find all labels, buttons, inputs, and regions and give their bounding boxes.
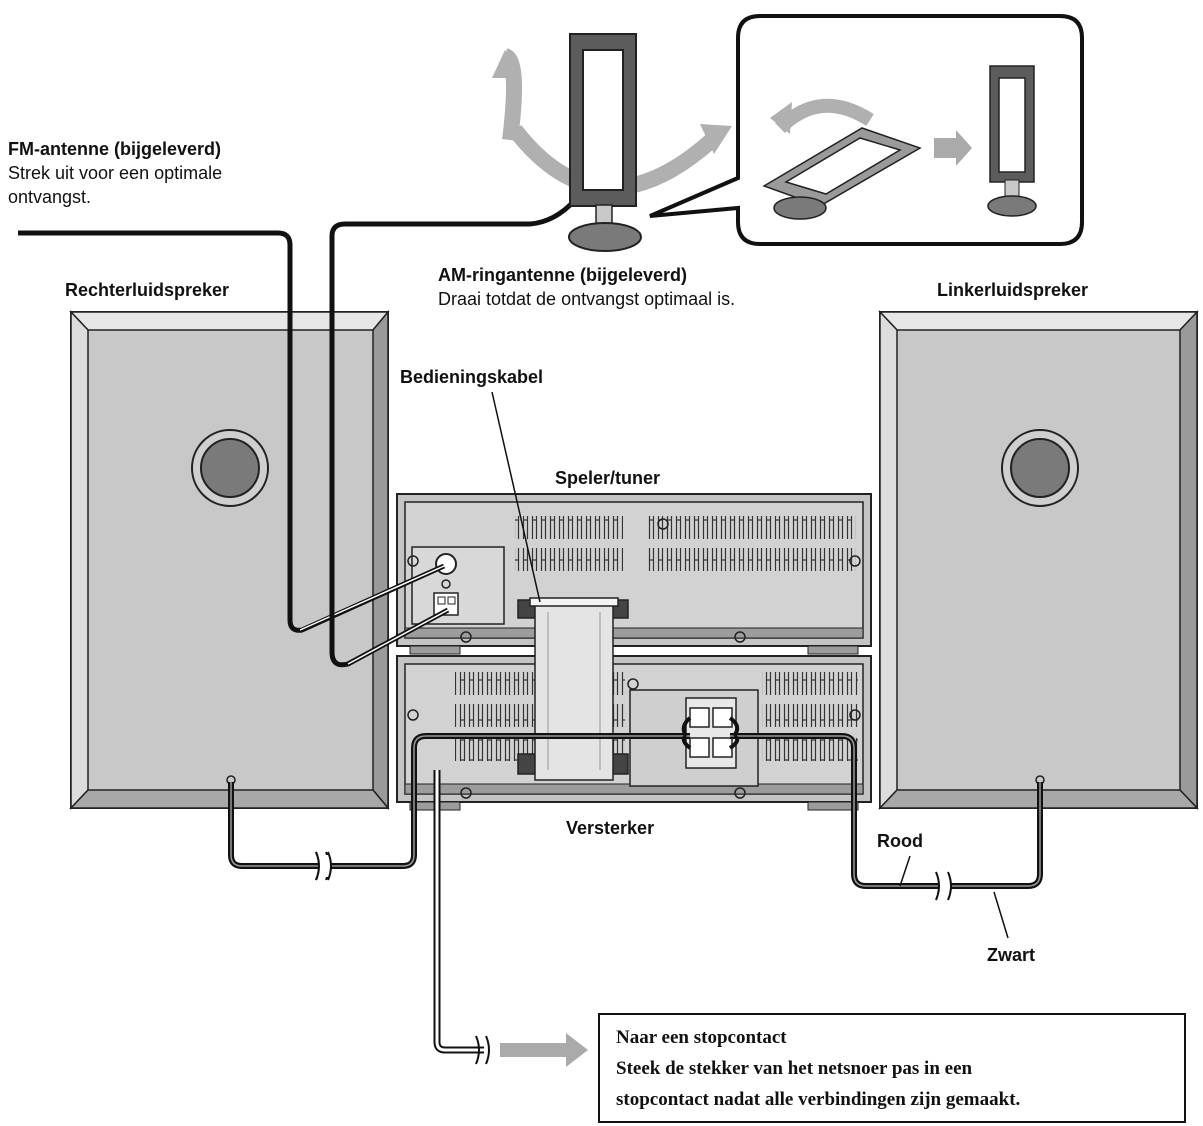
am-antenna-title: AM-ringantenne (bijgeleverd)	[438, 265, 688, 285]
right-speaker	[69, 309, 390, 811]
fm-antenna-wire	[18, 230, 446, 633]
notice-line-1: Naar een stopcontact	[616, 1027, 787, 1048]
red-wire-leader	[899, 855, 911, 887]
speaker-terminals	[685, 697, 737, 769]
fm-antenna-jack	[435, 553, 457, 575]
fm-antenna-desc-1: Strek uit voor een optimale	[8, 163, 223, 183]
power-outlet-notice: Naar een stopcontact Steek de stekker va…	[598, 1013, 1186, 1123]
left-speaker	[878, 310, 1199, 810]
black-wire-label: Zwart	[987, 945, 1036, 965]
am-loop-antenna	[492, 33, 732, 252]
player-tuner-label: Speler/tuner	[555, 468, 661, 488]
am-antenna-desc: Draai totdat de ontvangst optimaal is.	[438, 289, 736, 309]
arrow-to-outlet	[500, 1033, 588, 1067]
power-cord	[433, 770, 484, 1054]
black-wire-leader	[993, 891, 1009, 939]
am-antenna-wire	[329, 198, 577, 668]
player-tuner-unit	[396, 493, 872, 655]
fm-antenna-title: FM-antenne (bijgeleverd)	[8, 139, 222, 159]
red-wire-label: Rood	[877, 831, 923, 851]
notice-line-3: stopcontact nadat alle verbindingen zijn…	[616, 1089, 1021, 1110]
am-antenna-terminal	[433, 592, 459, 616]
control-cable-leader	[491, 391, 541, 603]
amplifier-label: Versterker	[566, 818, 655, 838]
control-cable-label: Bedieningskabel	[400, 367, 544, 387]
fm-antenna-desc-2: ontvangst.	[8, 187, 92, 207]
notice-line-2: Steek de stekker van het netsnoer pas in…	[616, 1058, 973, 1079]
control-cable	[529, 597, 619, 781]
right-speaker-label: Rechterluidspreker	[65, 280, 230, 300]
assembly-callout	[649, 14, 1084, 246]
left-speaker-label: Linkerluidspreker	[937, 280, 1089, 300]
